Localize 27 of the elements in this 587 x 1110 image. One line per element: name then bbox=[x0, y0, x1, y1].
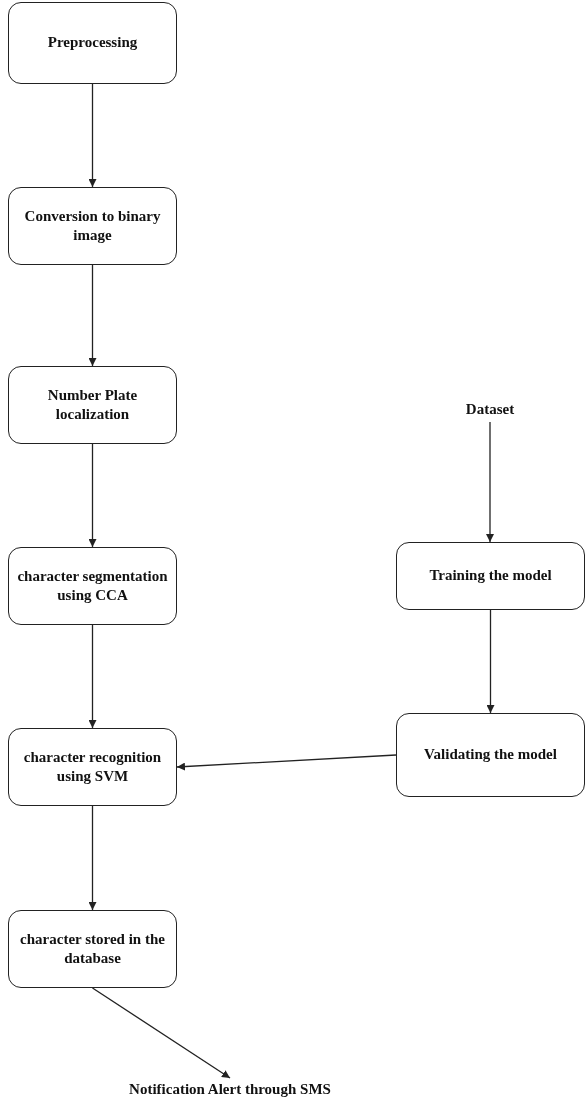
process-box bbox=[8, 728, 177, 806]
box-label: Training the model bbox=[429, 566, 552, 586]
process-box bbox=[8, 910, 177, 988]
arrow bbox=[88, 264, 97, 367]
arrow bbox=[91, 987, 231, 1079]
box-label: Validating the model bbox=[424, 745, 557, 765]
box-label: character stored in the database bbox=[19, 929, 166, 968]
node-label: Notification Alert through SMS bbox=[110, 1078, 350, 1102]
box-label: character segmentation using CCA bbox=[17, 566, 168, 605]
process-box bbox=[8, 366, 177, 444]
arrow bbox=[88, 443, 97, 548]
arrow bbox=[176, 754, 397, 771]
box-label: Number Plate localization bbox=[46, 385, 139, 424]
process-box bbox=[8, 187, 177, 265]
node-label: Dataset bbox=[450, 398, 530, 422]
box-label: Preprocessing bbox=[47, 33, 138, 53]
arrow bbox=[88, 805, 97, 911]
arrow bbox=[486, 421, 494, 543]
process-box bbox=[8, 2, 177, 84]
process-box bbox=[396, 542, 585, 610]
box-label: Conversion to binary image bbox=[23, 206, 162, 245]
arrow bbox=[88, 83, 97, 188]
process-box bbox=[8, 547, 177, 625]
arrow bbox=[88, 624, 97, 729]
box-label: character recognition using SVM bbox=[22, 747, 163, 786]
process-box bbox=[396, 713, 585, 797]
arrow bbox=[486, 609, 495, 714]
